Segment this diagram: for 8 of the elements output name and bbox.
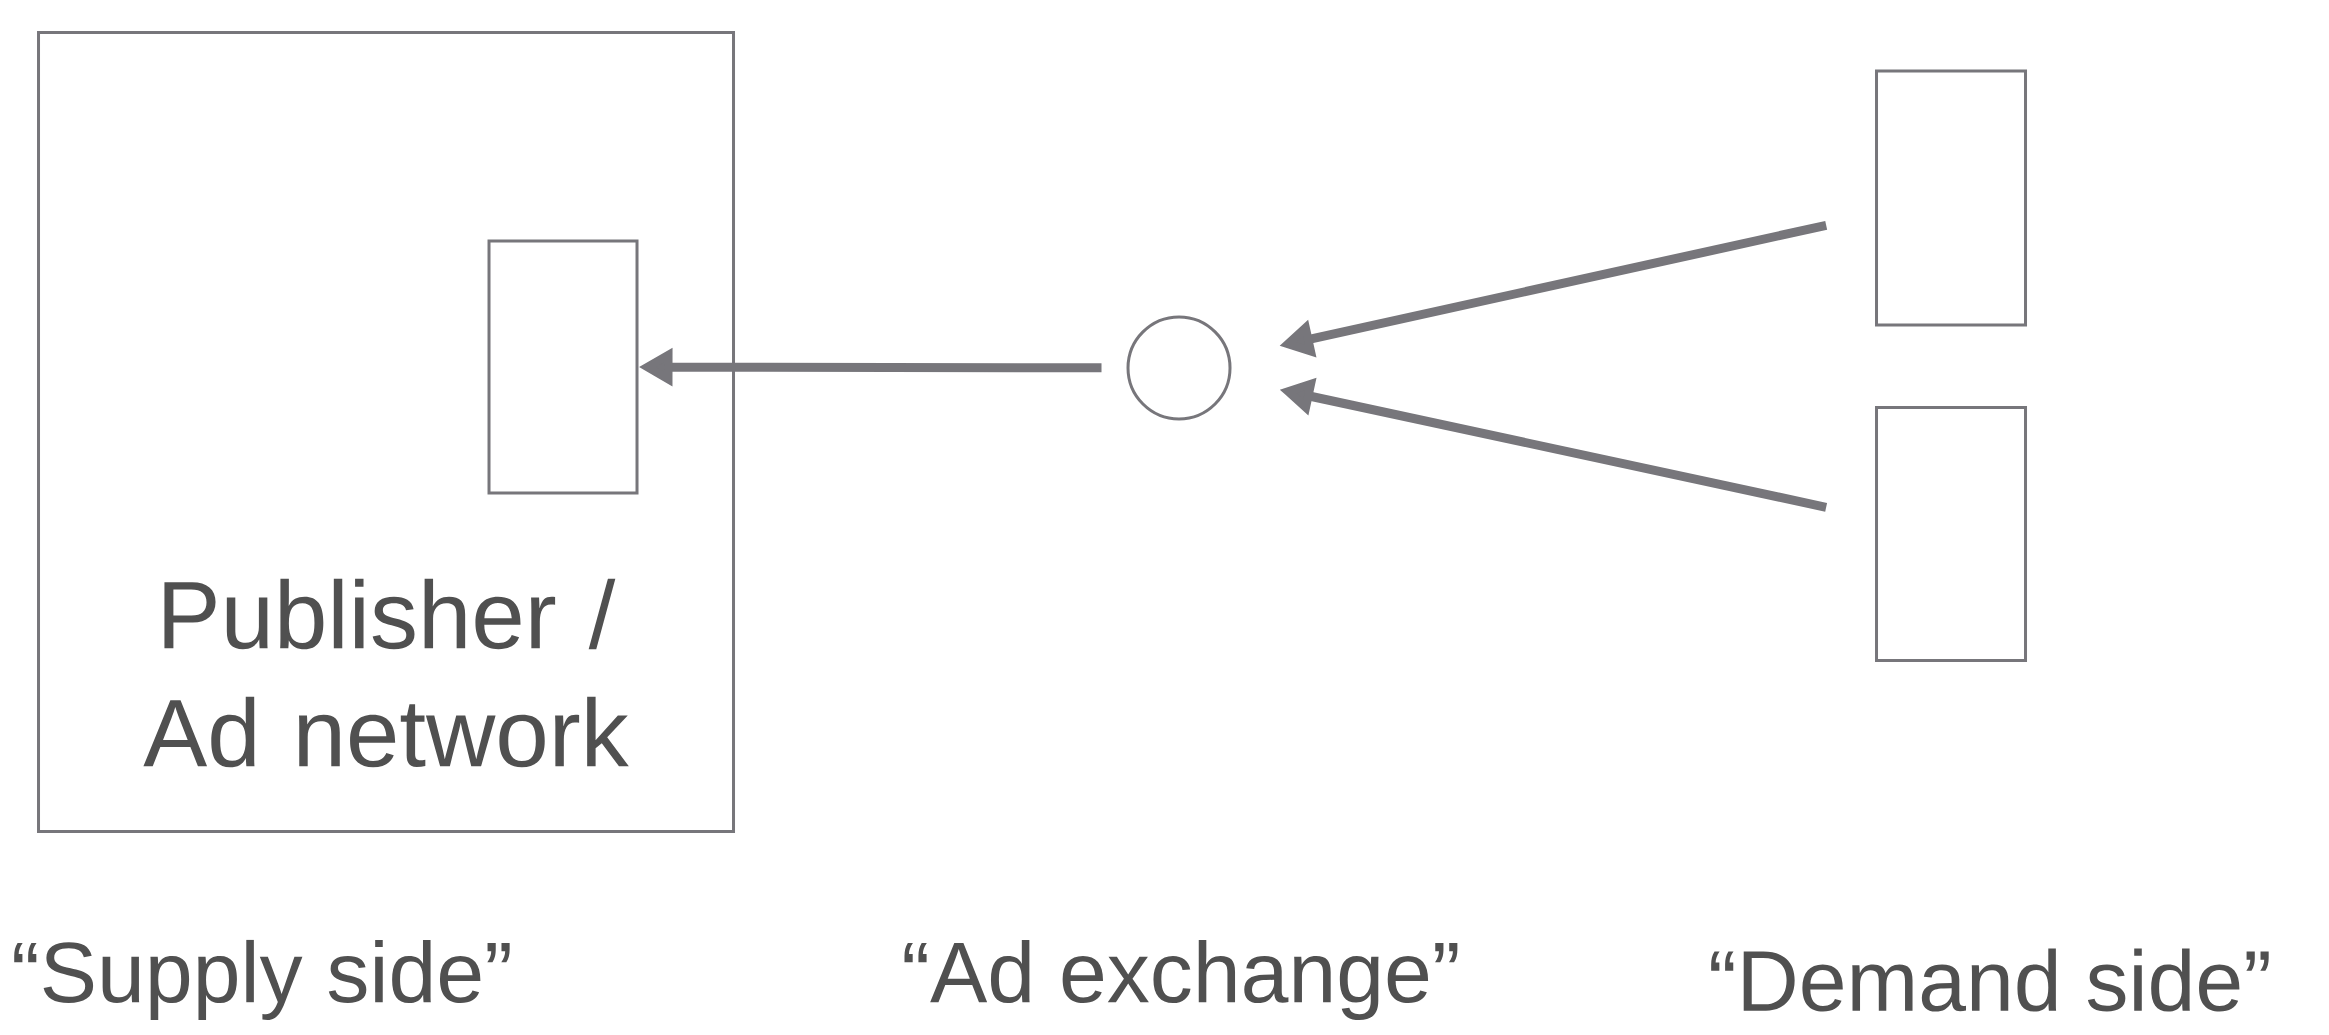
side-label: “Supply side”: [14, 939, 510, 1021]
box: [487, 239, 639, 495]
box: [1875, 406, 2027, 662]
side-label: “Ad exchange”: [904, 939, 1458, 1021]
side-label: “Demand side”: [1711, 948, 2269, 1012]
publisher-box: Publisher / Ad network: [37, 30, 735, 833]
box: [1875, 69, 2027, 327]
exchange-circle: [1126, 315, 1232, 421]
